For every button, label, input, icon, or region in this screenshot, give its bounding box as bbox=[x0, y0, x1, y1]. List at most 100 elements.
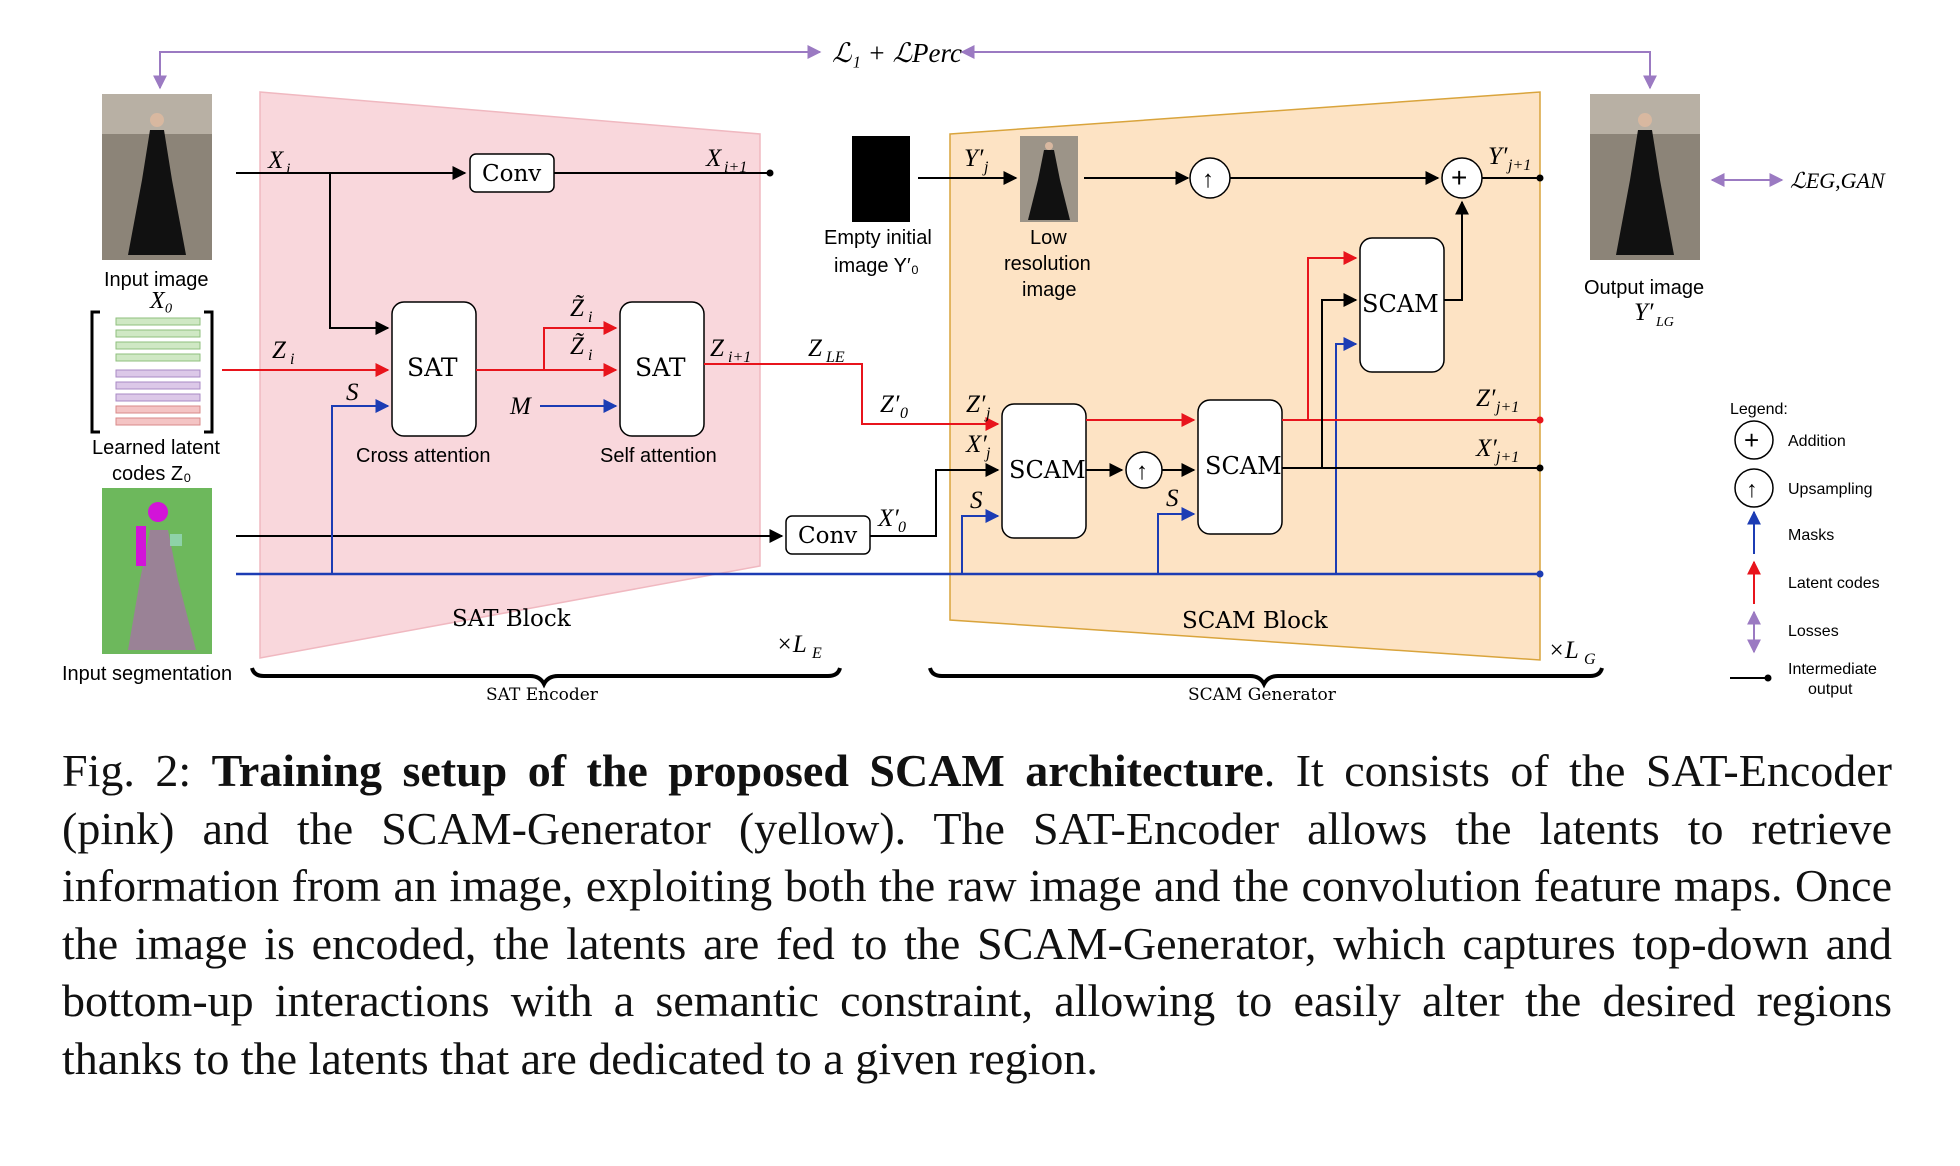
upsample-sym-2: ↑ bbox=[1202, 166, 1214, 193]
legend-masks: Masks bbox=[1788, 527, 1834, 544]
output-image-label-sub: LG bbox=[1655, 315, 1674, 330]
top-loss-label: ℒ₁ + ℒPerc bbox=[832, 38, 962, 68]
output-image-label-2: Y′ bbox=[1634, 299, 1654, 326]
xi-to-sat bbox=[329, 173, 390, 335]
low-resolution-image bbox=[1020, 136, 1078, 222]
addition-sym: + bbox=[1451, 162, 1467, 193]
scam-label-2: SCAM bbox=[1205, 452, 1282, 480]
scam-repeat: ×L bbox=[1548, 637, 1579, 664]
sat-block-shape bbox=[259, 91, 761, 659]
sat-cross-label: SAT bbox=[407, 353, 458, 382]
var-yjp: Y′ bbox=[964, 145, 984, 172]
sat-repeat-sub: E bbox=[811, 645, 822, 662]
scam-label-3: SCAM bbox=[1362, 290, 1439, 318]
cross-attention-label: Cross attention bbox=[356, 445, 491, 467]
var-zi1: Z bbox=[710, 335, 725, 362]
legend-addition-icon bbox=[1734, 420, 1774, 460]
empty-image-label-1: Empty initial bbox=[824, 227, 932, 249]
var-ztilde-1: Z̃ bbox=[570, 295, 585, 322]
legend-latent-codes: Latent codes bbox=[1788, 575, 1880, 592]
top-loss-left-arrow bbox=[153, 45, 822, 90]
var-xj1p: X′ bbox=[1475, 435, 1497, 462]
segmentation-label: Input segmentation bbox=[62, 663, 232, 685]
var-x0p: X′ bbox=[877, 505, 899, 532]
zj1-output-dot bbox=[1536, 416, 1544, 424]
sat-block-label: SAT Block bbox=[452, 606, 572, 632]
legend-losses: Losses bbox=[1788, 623, 1839, 640]
legend-intermediate-2: output bbox=[1808, 681, 1853, 698]
var-s-encoder: S bbox=[346, 379, 359, 406]
caption-bold-title: Training setup of the proposed SCAM arch… bbox=[211, 745, 1264, 796]
var-s-scam2: S bbox=[1166, 485, 1179, 512]
var-zle: Z bbox=[808, 335, 823, 362]
var-zi: Z bbox=[272, 337, 287, 364]
conv-label-encoder: Conv bbox=[482, 161, 541, 187]
var-zj1p: Z′ bbox=[1476, 385, 1496, 412]
legend-intermediate-1: Intermediate bbox=[1788, 661, 1877, 678]
low-res-label-1: Low bbox=[1030, 227, 1067, 249]
var-xj1p-sub: j+1 bbox=[1494, 449, 1519, 466]
ztilde-upper bbox=[543, 321, 618, 370]
black-to-scam3 bbox=[1321, 293, 1358, 468]
legend-addition: Addition bbox=[1788, 433, 1846, 450]
legend-intermediate-dot bbox=[1764, 674, 1772, 682]
sat-encoder-label: SAT Encoder bbox=[486, 685, 599, 705]
var-yj1p: Y′ bbox=[1488, 143, 1508, 170]
input-image-var: X₀ bbox=[149, 288, 173, 314]
var-yjp-sub: j bbox=[982, 159, 989, 176]
latent-codes-stack bbox=[90, 310, 214, 434]
var-yj1p-sub: j+1 bbox=[1506, 157, 1531, 174]
mask-to-sat bbox=[331, 399, 390, 574]
latent-label-1: Learned latent bbox=[92, 437, 220, 459]
scam-generator-label: SCAM Generator bbox=[1188, 685, 1337, 705]
upsample-sym-1: ↑ bbox=[1136, 458, 1148, 485]
legend-title: Legend: bbox=[1730, 401, 1788, 418]
sat-repeat: ×L bbox=[776, 631, 807, 658]
scam3-to-plus bbox=[1444, 200, 1469, 301]
var-xi-sub: i bbox=[286, 161, 290, 178]
conv-label-generator: Conv bbox=[798, 523, 857, 549]
scam-box-3 bbox=[1359, 237, 1445, 373]
scam-repeat-sub: G bbox=[1584, 651, 1596, 668]
input-image-label: Input image bbox=[104, 269, 209, 291]
zle-to-scam bbox=[850, 363, 1000, 431]
var-ztilde-2-sub: i bbox=[588, 347, 592, 364]
yj1-output-dot bbox=[1536, 174, 1544, 182]
empty-initial-image bbox=[852, 136, 910, 222]
var-z0p-sub: 0 bbox=[900, 405, 908, 422]
input-image bbox=[102, 94, 212, 260]
xj1-output-dot bbox=[1536, 464, 1544, 472]
var-zjp-sub: j bbox=[984, 405, 991, 422]
self-attention-label: Self attention bbox=[600, 445, 717, 467]
right-loss-label: ℒEG,GAN bbox=[1790, 168, 1886, 193]
var-zle-sub: LE bbox=[825, 349, 845, 366]
var-zj1p-sub: j+1 bbox=[1494, 399, 1519, 416]
var-xi1: X bbox=[705, 145, 723, 172]
latent-label-2: codes Z₀ bbox=[112, 463, 191, 485]
low-res-label-3: image bbox=[1022, 279, 1076, 301]
var-ztilde-1-sub: i bbox=[588, 309, 592, 326]
var-zi-sub: i bbox=[290, 351, 294, 368]
output-image-label-1: Output image bbox=[1584, 277, 1704, 299]
caption-text: . It consists of the SAT-Encoder (pink) … bbox=[62, 745, 1892, 1084]
caption-label: Fig. 2: bbox=[62, 745, 212, 796]
x0p-to-scam bbox=[870, 463, 1000, 537]
low-res-label-2: resolution bbox=[1004, 253, 1091, 275]
var-xi1-sub: i+1 bbox=[724, 159, 747, 176]
mask-to-scam2 bbox=[1157, 507, 1196, 574]
xi1-output-dot bbox=[766, 169, 774, 177]
var-zjp: Z′ bbox=[966, 391, 986, 418]
legend-upsampling-icon bbox=[1734, 468, 1774, 508]
mask-output-dot bbox=[1536, 570, 1544, 578]
mask-to-scam1 bbox=[961, 509, 1000, 574]
var-zi1-sub: i+1 bbox=[728, 349, 751, 366]
output-image bbox=[1590, 94, 1700, 260]
var-xjp-sub: j bbox=[984, 445, 991, 462]
sat-self-box bbox=[619, 301, 705, 437]
var-xi: X bbox=[267, 147, 285, 174]
scam-generator-brace bbox=[928, 667, 1604, 689]
red-to-scam3 bbox=[1307, 251, 1358, 420]
scam-block-shape bbox=[949, 91, 1541, 661]
scam-label-1: SCAM bbox=[1009, 456, 1086, 484]
legend-addition-sym: + bbox=[1744, 425, 1759, 455]
